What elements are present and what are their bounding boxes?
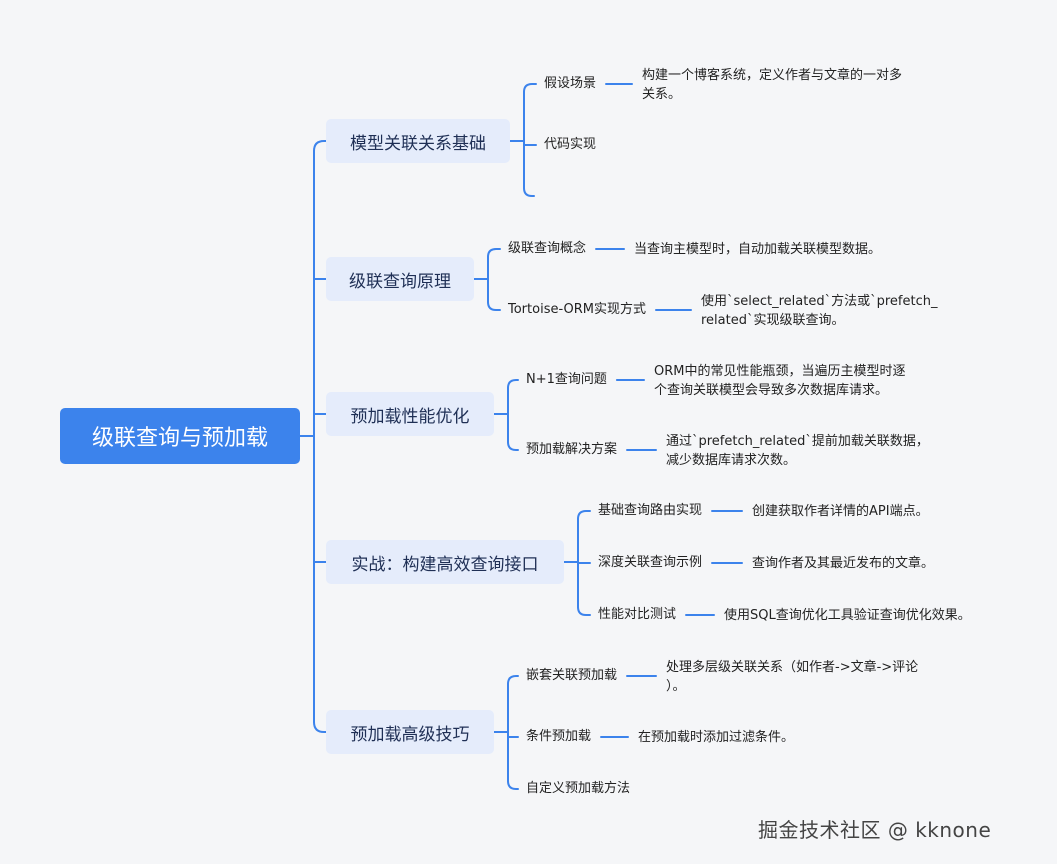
connector-line xyxy=(507,441,519,451)
connector-line xyxy=(313,721,327,733)
description-line: 使用`select_related`方法或`prefetch_ xyxy=(701,294,938,309)
connector-line xyxy=(507,780,519,790)
connector-line xyxy=(577,510,591,520)
description-line: 查询作者及其最近发布的文章。 xyxy=(752,556,935,571)
leaf-description[interactable]: 创建获取作者详情的API端点。 xyxy=(752,502,929,521)
leaf-topic[interactable]: Tortoise-ORM实现方式 xyxy=(508,302,646,317)
leaf-topic[interactable]: 基础查询路由实现 xyxy=(598,503,703,518)
connector-line xyxy=(523,83,537,93)
description-line: 使用SQL查询优化工具验证查询优化效果。 xyxy=(724,608,971,623)
connector-line xyxy=(313,140,327,152)
watermark: 掘金技术社区 @ kknone xyxy=(758,818,992,842)
branch-topic[interactable]: 预加载高级技巧 xyxy=(326,710,494,754)
leaf-description[interactable]: 通过`prefetch_related`提前加载关联数据， 减少数据库请求次数。 xyxy=(666,432,929,470)
description-line: 创建获取作者详情的API端点。 xyxy=(752,504,929,519)
leaf-description[interactable]: 处理多层级关联关系（如作者->文章->评论 ）。 xyxy=(666,658,918,696)
leaf-topic[interactable]: 代码实现 xyxy=(544,137,597,152)
description-line: 构建一个博客系统，定义作者与文章的一对多 xyxy=(642,68,903,83)
leaf-description[interactable]: 当查询主模型时，自动加载关联模型数据。 xyxy=(634,240,881,259)
leaf-topic[interactable]: 预加载解决方案 xyxy=(526,442,618,457)
leaf-topic[interactable]: 深度关联查询示例 xyxy=(598,555,703,570)
leaf-description[interactable]: 使用`select_related`方法或`prefetch_ related`实… xyxy=(701,292,937,330)
connector-line xyxy=(577,606,591,616)
branch-topic[interactable]: 预加载性能优化 xyxy=(326,392,494,436)
leaf-topic[interactable]: 嵌套关联预加载 xyxy=(526,668,618,683)
connector-line xyxy=(487,301,501,311)
description-line: ）。 xyxy=(666,679,686,694)
branch-topic[interactable]: 级联查询原理 xyxy=(326,257,474,301)
connector-line xyxy=(487,248,501,258)
description-line: 减少数据库请求次数。 xyxy=(666,453,797,468)
leaf-topic[interactable]: 级联查询概念 xyxy=(508,241,587,256)
description-line: related`实现级联查询。 xyxy=(701,313,845,328)
description-line: 处理多层级关联关系（如作者->文章->评论 xyxy=(666,660,919,675)
branch-topic[interactable]: 实战：构建高效查询接口 xyxy=(326,540,564,584)
leaf-description[interactable]: 在预加载时添加过滤条件。 xyxy=(638,728,794,747)
leaf-description[interactable]: 使用SQL查询优化工具验证查询优化效果。 xyxy=(724,606,971,625)
description-line: 个查询关联模型会导致多次数据库请求。 xyxy=(654,383,889,398)
leaf-topic[interactable]: 条件预加载 xyxy=(526,729,592,744)
leaf-topic[interactable]: 自定义预加载方法 xyxy=(526,781,631,796)
description-line: 通过`prefetch_related`提前加载关联数据， xyxy=(666,434,929,449)
root-topic[interactable]: 级联查询与预加载 xyxy=(60,408,300,464)
leaf-description[interactable]: 查询作者及其最近发布的文章。 xyxy=(752,554,934,573)
connector-line xyxy=(523,187,535,197)
connector-line xyxy=(507,379,519,389)
description-line: 关系。 xyxy=(642,87,682,102)
leaf-topic[interactable]: 性能对比测试 xyxy=(598,607,677,622)
connector-line xyxy=(507,675,519,685)
description-line: ORM中的常见性能瓶颈，当遍历主模型时逐 xyxy=(654,364,906,379)
leaf-topic[interactable]: 假设场景 xyxy=(544,76,597,91)
leaf-description[interactable]: ORM中的常见性能瓶颈，当遍历主模型时逐个查询关联模型会导致多次数据库请求。 xyxy=(654,362,905,400)
description-line: 在预加载时添加过滤条件。 xyxy=(638,730,795,745)
leaf-description[interactable]: 构建一个博客系统，定义作者与文章的一对多关系。 xyxy=(642,66,902,104)
description-line: 当查询主模型时，自动加载关联模型数据。 xyxy=(634,242,882,257)
leaf-topic[interactable]: N+1查询问题 xyxy=(526,372,607,387)
branch-topic[interactable]: 模型关联关系基础 xyxy=(326,119,510,163)
